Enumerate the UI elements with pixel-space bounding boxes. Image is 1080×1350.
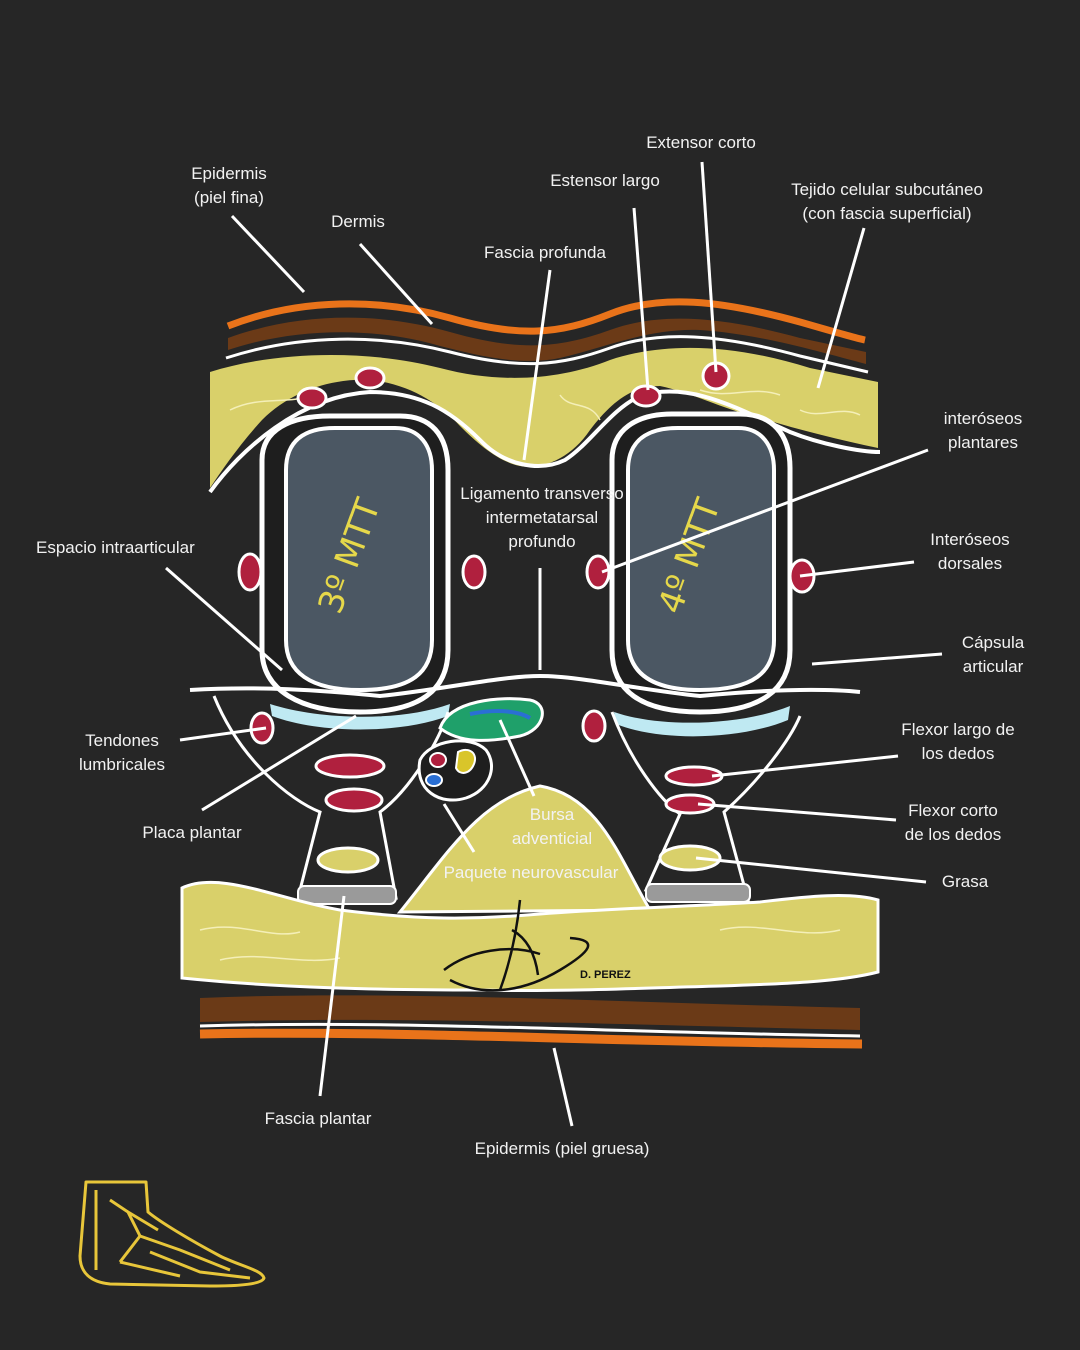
arrow-dorsales — [799, 560, 915, 578]
signature-scribble — [443, 899, 590, 992]
fat-pad-left — [316, 846, 380, 874]
lumbrical-tendon-right — [581, 709, 607, 743]
label-placa-plantar: Placa plantar — [142, 823, 242, 842]
bursa-highlight — [469, 709, 532, 720]
dorsal-dermis — [228, 317, 866, 364]
artery — [429, 752, 447, 768]
pointer-arrows — [165, 161, 943, 1127]
label-estensor-largo: Estensor largo — [550, 171, 660, 190]
arrow-fascia-plantar — [318, 895, 346, 1097]
nerve — [454, 748, 476, 774]
third-metatarsal: 3º MTT — [259, 413, 451, 715]
fourth-metatarsal: 4º MTT — [609, 411, 793, 715]
flexor-long-left — [314, 753, 386, 779]
bursa-adventicial — [438, 697, 544, 742]
tendon-left-1 — [296, 386, 328, 410]
label-interoseos-plantares: interóseos plantares — [943, 409, 1023, 452]
label-dermis: Dermis — [331, 212, 385, 231]
arrow-placa — [201, 714, 357, 812]
label-ligamento: Ligamento transverso intermetatarsal pro… — [460, 484, 624, 551]
plantar-plate-right — [614, 706, 790, 737]
dorsal-tendons — [296, 361, 731, 410]
plantar-epidermis — [199, 1028, 863, 1049]
signature: D. PEREZ — [443, 899, 631, 992]
bundle-outline — [417, 739, 493, 802]
label-capsula: Cápsula articular — [961, 633, 1025, 676]
foot-outline — [78, 1180, 266, 1288]
tendon-left-2 — [354, 366, 386, 390]
label-fascia-plantar: Fascia plantar — [264, 1109, 372, 1128]
extensor-largo-tendon — [630, 384, 662, 408]
interosseous-plantar — [585, 554, 611, 590]
fourth-bone — [626, 426, 776, 693]
fascia-plantar-right — [645, 883, 751, 903]
arrow-fascia-profunda — [522, 269, 552, 461]
label-bursa: Bursa adventicial — [511, 805, 593, 848]
label-tendones-lumbricales: Tendones lumbricales — [79, 731, 165, 774]
vein — [425, 773, 443, 787]
flexor-short-left — [324, 787, 384, 813]
label-epidermis-gruesa: Epidermis (piel gruesa) — [474, 1139, 650, 1158]
arrow-tejido — [816, 227, 866, 389]
label-interoseos-dorsales: Interóseos dorsales — [930, 530, 1010, 573]
arrow-dermis — [358, 242, 434, 326]
plantar-fat-fibers — [199, 926, 841, 962]
arrow-estensor-largo — [632, 207, 650, 391]
arrow-lumbricales — [179, 726, 267, 742]
deep-fascia-line — [208, 389, 881, 494]
transverse-ligament-line — [189, 673, 861, 699]
arrow-paquete — [442, 803, 476, 853]
foot-skeleton-icon — [78, 1180, 266, 1288]
plantar-fat — [180, 880, 880, 993]
plantar-dermis — [200, 995, 860, 1030]
arrow-flexor-corto — [697, 802, 897, 822]
label-extensor-corto: Extensor corto — [646, 133, 756, 152]
interosseous-left-inner — [461, 554, 487, 590]
arrow-flexor-largo — [711, 754, 899, 778]
signature-text: D. PEREZ — [580, 969, 631, 981]
arrow-interoseos-plantares — [601, 448, 929, 574]
label-flexor-corto: Flexor corto de los dedos — [904, 801, 1002, 844]
arrow-capsula — [811, 652, 943, 666]
interosseous-left-outer — [237, 552, 263, 592]
third-bone — [284, 426, 434, 693]
fascia-plantar-left — [297, 885, 397, 905]
arrow-epidermis-gruesa — [552, 1047, 574, 1127]
plantar-plate-left — [270, 704, 450, 730]
neurovascular-bundle — [417, 739, 493, 802]
label-tejido-subcutaneo: Tejido celular subcutáneo (con fascia su… — [791, 180, 983, 223]
label-espacio-intraarticular: Espacio intraarticular — [36, 538, 195, 557]
label-flexor-largo: Flexor largo de los dedos — [901, 720, 1015, 763]
label-paquete: Paquete neurovascular — [443, 863, 619, 882]
fat-pad-right — [658, 844, 722, 872]
arrow-extensor-corto — [700, 161, 718, 373]
arrow-epidermis-fina — [230, 214, 306, 294]
plantar-dermis-line — [199, 1022, 861, 1038]
central-fat — [396, 784, 653, 914]
foot-bones — [94, 1190, 251, 1280]
label-grasa: Grasa — [941, 872, 989, 891]
dorsal-epidermis — [226, 298, 866, 344]
label-epidermis-fina: Epidermis (piel fina) — [191, 164, 267, 207]
arrow-grasa — [695, 856, 927, 884]
arrow-espacio — [165, 566, 283, 672]
label-fascia-profunda: Fascia profunda — [484, 243, 606, 262]
arrow-bursa — [498, 719, 536, 797]
interossei — [237, 552, 816, 594]
